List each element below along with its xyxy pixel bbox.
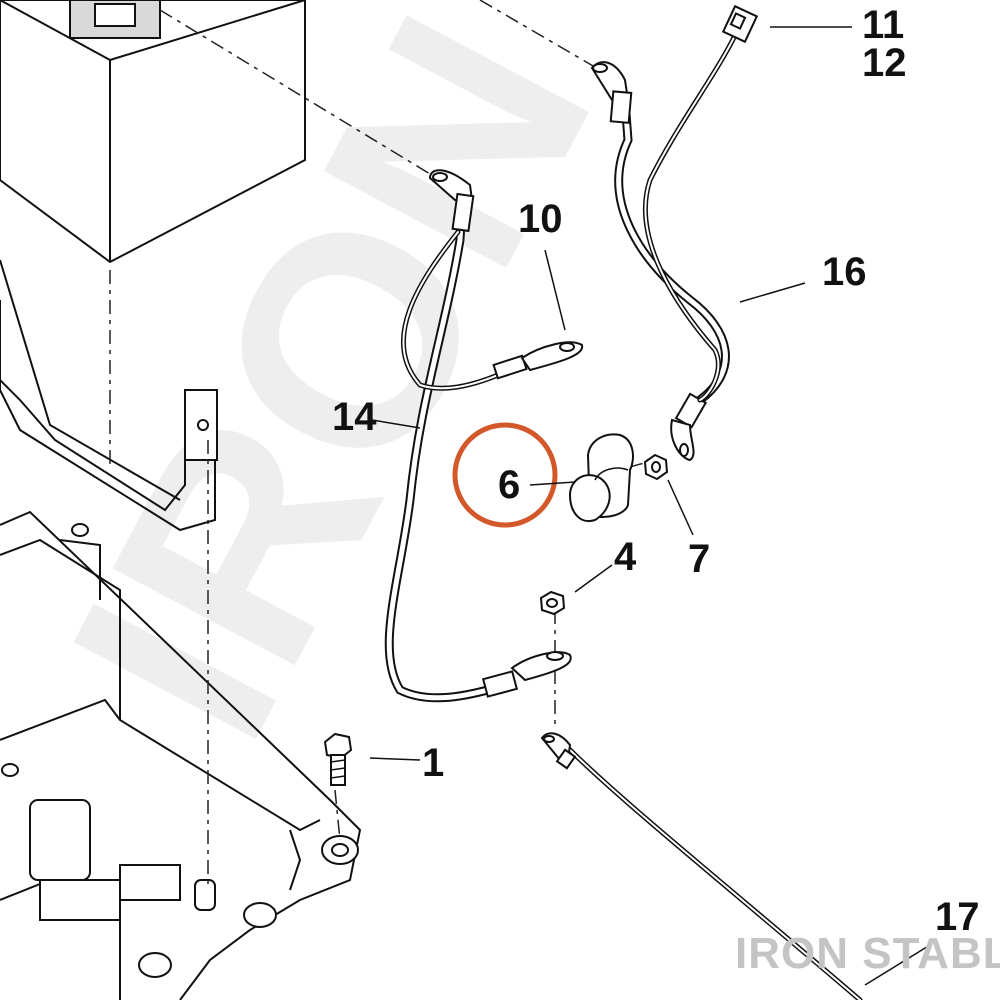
battery-bracket: [0, 259, 218, 532]
brand-watermark: IRON STABLE: [735, 929, 1000, 978]
label-6: 6: [498, 463, 520, 507]
label-14: 14: [332, 395, 377, 439]
label-12: 12: [862, 41, 907, 85]
assembly-lines: [109, 0, 649, 890]
label-10: 10: [518, 197, 563, 241]
label-7: 7: [688, 537, 710, 581]
label-17: 17: [935, 895, 980, 939]
wire-11-12: [643, 4, 759, 403]
callout-labels: 1 4 6 7 10 11 12 14 16 17: [332, 3, 980, 939]
highlight-circle: [452, 422, 558, 528]
wire-17: [540, 732, 863, 1000]
label-16: 16: [822, 250, 867, 294]
label-1: 1: [422, 741, 444, 785]
cable-16: [590, 61, 730, 462]
nut-7: [643, 453, 669, 481]
cable-14: [384, 169, 572, 703]
bolt-1: [323, 732, 353, 786]
label-11: 11: [862, 3, 904, 47]
battery: [0, 0, 306, 264]
label-4: 4: [614, 535, 637, 579]
terminal-boot-6: [568, 433, 634, 523]
leader-lines: [369, 26, 931, 986]
nut-4: [539, 590, 566, 616]
wire-10: [400, 229, 584, 391]
battery-tray: [0, 510, 362, 1000]
